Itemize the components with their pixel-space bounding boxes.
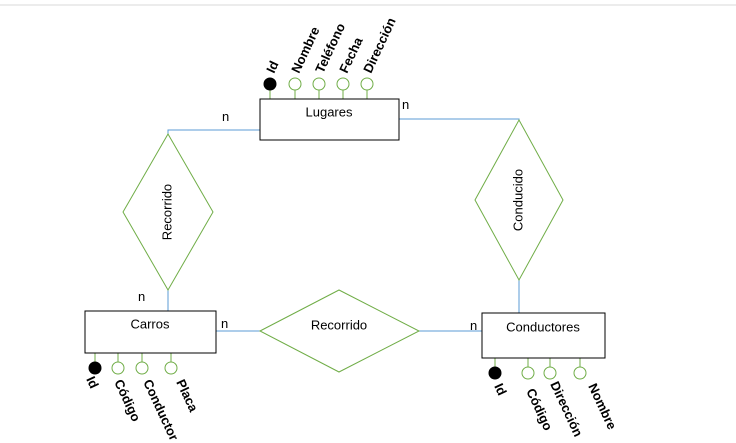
attribute-marker (312, 77, 326, 91)
relationship-label: Recorrido (159, 184, 174, 240)
relationship-diamond (122, 132, 214, 292)
cardinalities: n n n n n (138, 97, 477, 333)
carros-attributes (88, 361, 178, 375)
key-attribute-marker (488, 366, 502, 380)
attribute-marker (111, 361, 125, 375)
entity-box (481, 312, 606, 359)
attribute-label: Id (491, 381, 510, 398)
cardinality-label: n (138, 289, 145, 304)
conductores-attribute-labels: Id Código Dirección Nombre (491, 379, 619, 439)
entity-conductores: Conductores (481, 312, 606, 359)
attribute-marker (336, 77, 350, 91)
attribute-marker (543, 366, 557, 380)
attribute-marker (288, 77, 302, 91)
connector-lugares-recorrido (167, 129, 260, 134)
lugares-attributes (263, 77, 374, 91)
attribute-marker (521, 366, 535, 380)
attribute-label: Id (263, 58, 282, 75)
relationship-label: Recorrido (311, 317, 367, 332)
cardinality-label: n (402, 97, 409, 112)
cardinality-label: n (470, 318, 477, 333)
connector-lugares-conducido (399, 118, 520, 120)
attribute-marker (135, 361, 149, 375)
entity-lugares: Lugares (259, 98, 400, 141)
relationship-diamond (474, 118, 564, 282)
attribute-marker (164, 361, 178, 375)
attribute-marker (360, 77, 374, 91)
attribute-label: Código (111, 377, 144, 424)
relationship-carros-conductores: Recorrido (258, 289, 421, 373)
relationship-lugares-conductores: Conducido (474, 118, 564, 282)
entity-box (84, 310, 217, 354)
attribute-label: Dirección (547, 379, 586, 439)
attribute-marker (573, 366, 587, 380)
cardinality-label: n (221, 316, 228, 331)
cardinality-label: n (222, 109, 229, 124)
attribute-label: Id (83, 374, 102, 391)
conductores-attributes (488, 366, 587, 380)
entity-label: Carros (130, 316, 170, 331)
key-attribute-marker (88, 361, 102, 375)
attribute-label: Placa (173, 377, 201, 415)
entity-carros: Carros (84, 310, 217, 354)
relationship-label: Conducido (510, 169, 525, 231)
entity-box (259, 98, 400, 141)
relationship-lugares-carros: Recorrido (122, 132, 214, 292)
relationship-diamond (258, 289, 421, 373)
attribute-label: Nombre (585, 381, 619, 432)
entity-label: Conductores (506, 319, 580, 334)
attribute-label: Dirección (360, 15, 399, 75)
attribute-stems (94, 90, 581, 367)
key-attribute-marker (263, 77, 277, 91)
lugares-attribute-labels: Id Nombre Teléfono Fecha Dirección (263, 15, 399, 75)
carros-attribute-labels: Id Código Conductor Placa (83, 374, 201, 443)
entity-label: Lugares (306, 104, 353, 119)
